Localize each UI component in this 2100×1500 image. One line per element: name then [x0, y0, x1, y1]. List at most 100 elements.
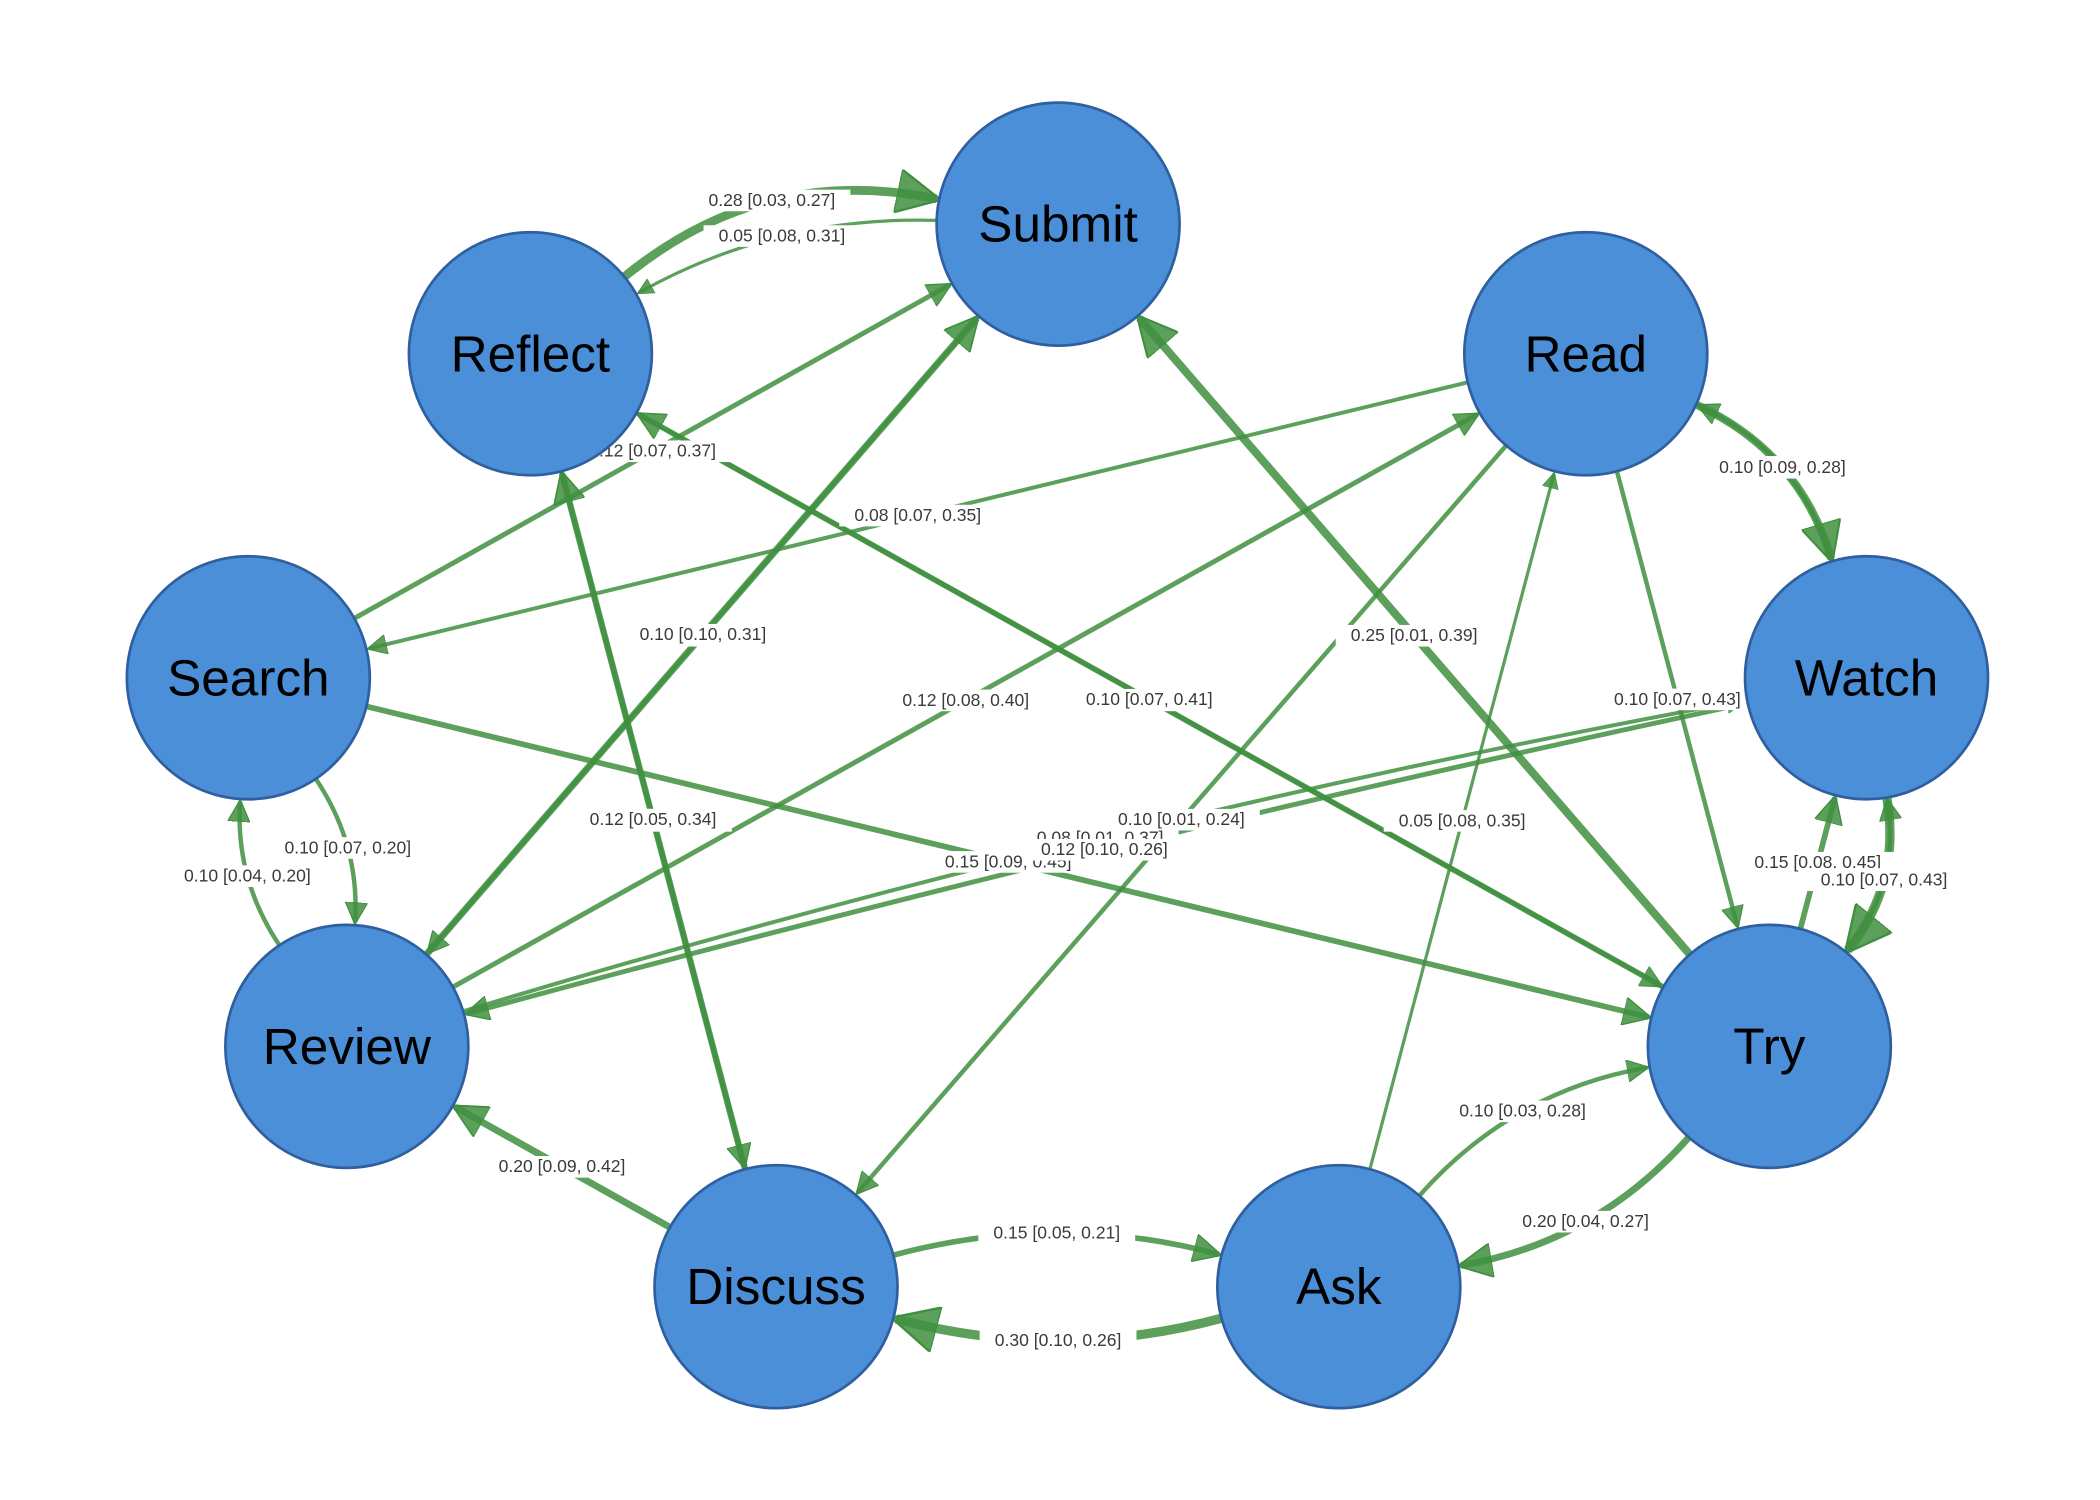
edge-label: 0.30 [0.10, 0.26] — [979, 1329, 1137, 1352]
edge-label-text: 0.15 [0.08, 0.45] — [1754, 852, 1881, 872]
node-circle[interactable] — [1743, 554, 1990, 801]
node-label: Search — [167, 649, 329, 706]
node-search[interactable]: Search — [125, 554, 372, 801]
edge-label: 0.10 [0.04, 0.20] — [168, 865, 326, 887]
edge-label: 0.12 [0.07, 0.37] — [574, 440, 732, 463]
edge-label: 0.15 [0.05, 0.21] — [978, 1222, 1136, 1244]
edge-label-text: 0.10 [0.07, 0.43] — [1821, 870, 1948, 890]
edge-label-background — [624, 623, 782, 646]
node-watch[interactable]: Watch — [1743, 554, 1990, 801]
edge-label-background — [1704, 456, 1861, 479]
edge-watch-to-read — [1699, 406, 1835, 562]
edge-label-background — [1507, 1210, 1664, 1233]
edge-label-text: 0.20 [0.09, 0.42] — [499, 1156, 626, 1176]
node-read[interactable]: Read — [1462, 230, 1709, 477]
node-label: Watch — [1795, 649, 1938, 706]
edge-labels-layer: 0.28 [0.03, 0.27] 0.05 [0.08, 0.31] 0.12 [… — [168, 189, 1963, 1352]
node-label: Discuss — [686, 1258, 865, 1315]
edge-label-background — [693, 189, 851, 212]
edge-label: 0.08 [0.07, 0.35] — [839, 504, 997, 527]
edge-label-text: 0.05 [0.08, 0.31] — [719, 225, 846, 245]
edge-label: 0.05 [0.08, 0.35] — [1383, 810, 1541, 832]
edge-label: 0.10 [0.01, 0.24] — [1102, 808, 1260, 831]
edge-label: 0.12 [0.10, 0.26] — [1025, 838, 1183, 861]
edge-label-text: 0.10 [0.09, 0.28] — [1719, 457, 1846, 477]
node-label: Submit — [978, 196, 1138, 253]
edge-label-text: 0.12 [0.10, 0.26] — [1041, 839, 1168, 859]
node-discuss[interactable]: Discuss — [653, 1163, 899, 1410]
edge-label-background — [1383, 810, 1541, 832]
edge-label-background — [1598, 688, 1756, 711]
edge-label-text: 0.25 [0.01, 0.39] — [1351, 625, 1478, 645]
edge-label-text: 0.30 [0.10, 0.26] — [995, 1330, 1122, 1350]
edge-label: 0.15 [0.08, 0.45] — [1739, 851, 1897, 874]
edge-label: 0.25 [0.01, 0.39] — [1335, 624, 1493, 647]
edge-label-text: 0.10 [0.03, 0.28] — [1459, 1101, 1586, 1121]
edge-label: 0.12 [0.08, 0.40] — [887, 689, 1045, 712]
edge-label: 0.10 [0.09, 0.28] — [1704, 456, 1861, 479]
node-try[interactable]: Try — [1646, 923, 1893, 1170]
edge-label-text: 0.12 [0.07, 0.37] — [589, 441, 716, 461]
edge-label-background — [168, 865, 326, 887]
node-reflect[interactable]: Reflect — [407, 230, 654, 477]
edge-ask-to-try — [1417, 1068, 1647, 1198]
edge-label-background — [887, 689, 1045, 712]
edge-label-text: 0.10 [0.01, 0.24] — [1118, 809, 1245, 829]
node-circle[interactable] — [1216, 1163, 1462, 1410]
edge-label-background — [269, 837, 427, 859]
edge-label: 0.10 [0.07, 0.43] — [1598, 688, 1756, 711]
edge-label-text: 0.10 [0.07, 0.43] — [1614, 689, 1741, 709]
edge-label-text: 0.28 [0.03, 0.27] — [709, 190, 836, 210]
edge-label-background — [703, 225, 861, 247]
edge-label: 0.10 [0.07, 0.20] — [269, 837, 427, 859]
node-label: Ask — [1296, 1258, 1382, 1315]
edge-label-background — [574, 808, 732, 831]
node-label: Try — [1733, 1018, 1805, 1075]
edge-label-background — [483, 1156, 641, 1178]
edge-label: 0.10 [0.03, 0.28] — [1444, 1100, 1601, 1123]
edge-read-to-watch — [1694, 400, 1831, 559]
edge-label-text: 0.05 [0.08, 0.35] — [1399, 810, 1526, 830]
edge-label: 0.20 [0.09, 0.42] — [483, 1156, 641, 1178]
edge-label-background — [1335, 624, 1493, 647]
node-circle[interactable] — [653, 1163, 899, 1410]
edge-label: 0.12 [0.05, 0.34] — [574, 808, 732, 831]
edge-label-text: 0.08 [0.07, 0.35] — [854, 505, 981, 525]
node-ask[interactable]: Ask — [1216, 1163, 1462, 1410]
edge-label: 0.05 [0.08, 0.31] — [703, 225, 861, 247]
edge-label-text: 0.10 [0.07, 0.20] — [284, 837, 411, 857]
edge-label-text: 0.20 [0.04, 0.27] — [1522, 1211, 1649, 1231]
node-label: Reflect — [451, 325, 611, 382]
node-label: Review — [263, 1018, 432, 1075]
node-circle[interactable] — [125, 554, 372, 801]
edge-label-background — [1025, 838, 1183, 861]
edge-label-text: 0.15 [0.05, 0.21] — [993, 1222, 1120, 1242]
node-circle[interactable] — [935, 101, 1181, 347]
edge-try-to-ask — [1461, 1135, 1692, 1265]
edge-label-background — [1805, 869, 1963, 891]
edge-label-background — [979, 1329, 1137, 1352]
edge-label: 0.10 [0.07, 0.41] — [1070, 688, 1228, 711]
edge-label: 0.20 [0.04, 0.27] — [1507, 1210, 1664, 1233]
edge-label-background — [978, 1222, 1136, 1244]
node-circle[interactable] — [407, 230, 654, 477]
edge-label: 0.28 [0.03, 0.27] — [693, 189, 851, 212]
edge-label-text: 0.12 [0.08, 0.40] — [902, 690, 1029, 710]
edge-label-background — [1739, 851, 1897, 874]
node-circle[interactable] — [224, 923, 470, 1170]
edge-label-background — [1102, 808, 1260, 831]
node-circle[interactable] — [1462, 230, 1709, 477]
edge-label-background — [839, 504, 997, 527]
node-submit[interactable]: Submit — [935, 101, 1181, 347]
node-circle[interactable] — [1646, 923, 1893, 1170]
edge-label: 0.10 [0.07, 0.43] — [1805, 869, 1963, 891]
edge-label-background — [1070, 688, 1228, 711]
node-label: Read — [1525, 325, 1648, 382]
edge-label-background — [574, 440, 732, 463]
edge-label-text: 0.10 [0.04, 0.20] — [184, 866, 311, 886]
edge-label-background — [1444, 1100, 1601, 1123]
edge-label-text: 0.10 [0.10, 0.31] — [640, 624, 767, 644]
node-review[interactable]: Review — [224, 923, 470, 1170]
